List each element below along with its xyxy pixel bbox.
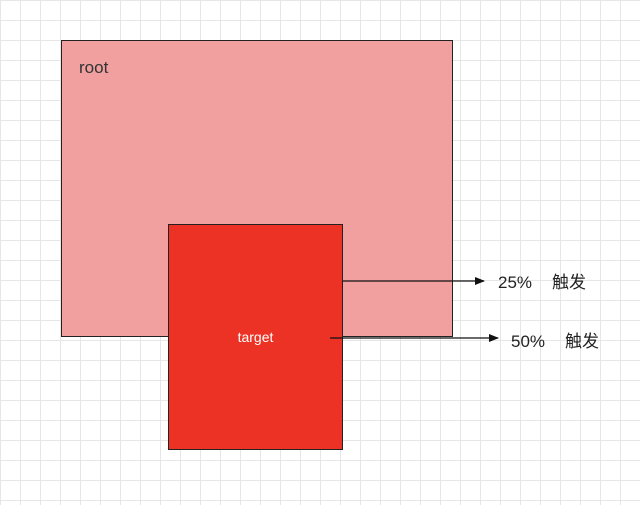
target-label: target (237, 329, 274, 345)
threshold-action-25: 触发 (552, 273, 587, 292)
target-box: target (168, 224, 343, 450)
threshold-label-25: 25% 触发 (498, 268, 586, 293)
threshold-label-50: 50% 触发 (511, 327, 599, 352)
threshold-action-50: 触发 (565, 332, 600, 351)
threshold-percent-25: 25% (498, 273, 533, 292)
threshold-percent-50: 50% (511, 332, 546, 351)
root-label: root (79, 58, 109, 77)
